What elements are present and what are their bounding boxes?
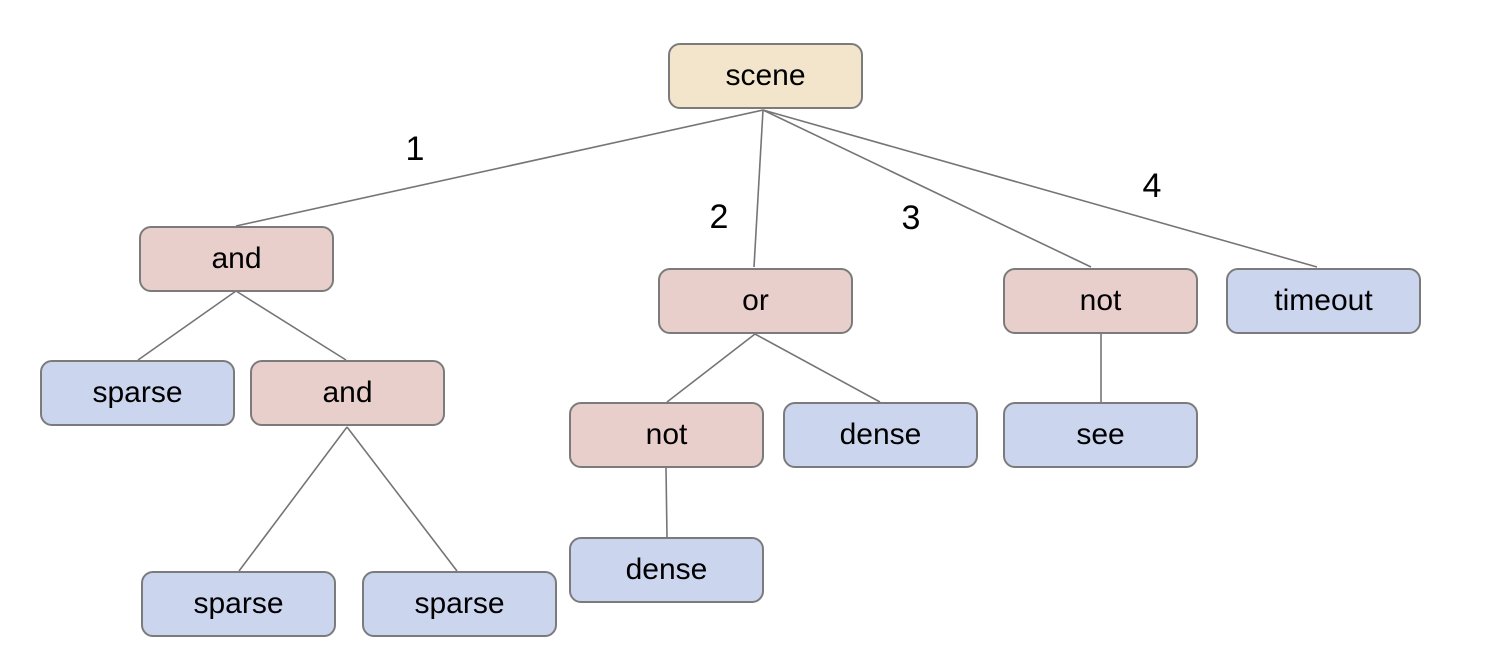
edge-label-2: 2: [710, 198, 729, 236]
node-not: not: [1003, 268, 1198, 334]
node-dense-2: dense: [569, 537, 764, 603]
edge-label-1: 1: [406, 130, 425, 168]
node-sparse-3: sparse: [362, 571, 557, 637]
edge-and2-sparse3: [346, 426, 458, 572]
edge-label-4: 4: [1143, 167, 1162, 205]
edge-scene-and: [235, 109, 764, 227]
edge-and-and: [235, 290, 347, 361]
edge-label-3: 3: [902, 199, 921, 237]
node-and: and: [139, 226, 334, 292]
edge-not2-dense2: [665, 467, 668, 538]
node-scene: scene: [668, 43, 863, 109]
node-or: or: [658, 268, 853, 334]
edge-scene-timeout: [762, 109, 1318, 268]
edge-or-dense: [754, 333, 881, 403]
node-timeout: timeout: [1226, 268, 1421, 334]
edge-and2-sparse2: [238, 426, 348, 572]
node-sparse-1: sparse: [40, 360, 235, 426]
node-not-nested: not: [569, 402, 764, 468]
edge-or-not: [666, 333, 756, 403]
edge-scene-or: [753, 109, 764, 268]
edge-and-sparse: [137, 290, 237, 361]
edge-scene-not: [762, 109, 1092, 268]
node-and-nested: and: [250, 360, 445, 426]
node-dense-1: dense: [783, 402, 978, 468]
node-see: see: [1003, 402, 1198, 468]
node-sparse-2: sparse: [141, 571, 336, 637]
